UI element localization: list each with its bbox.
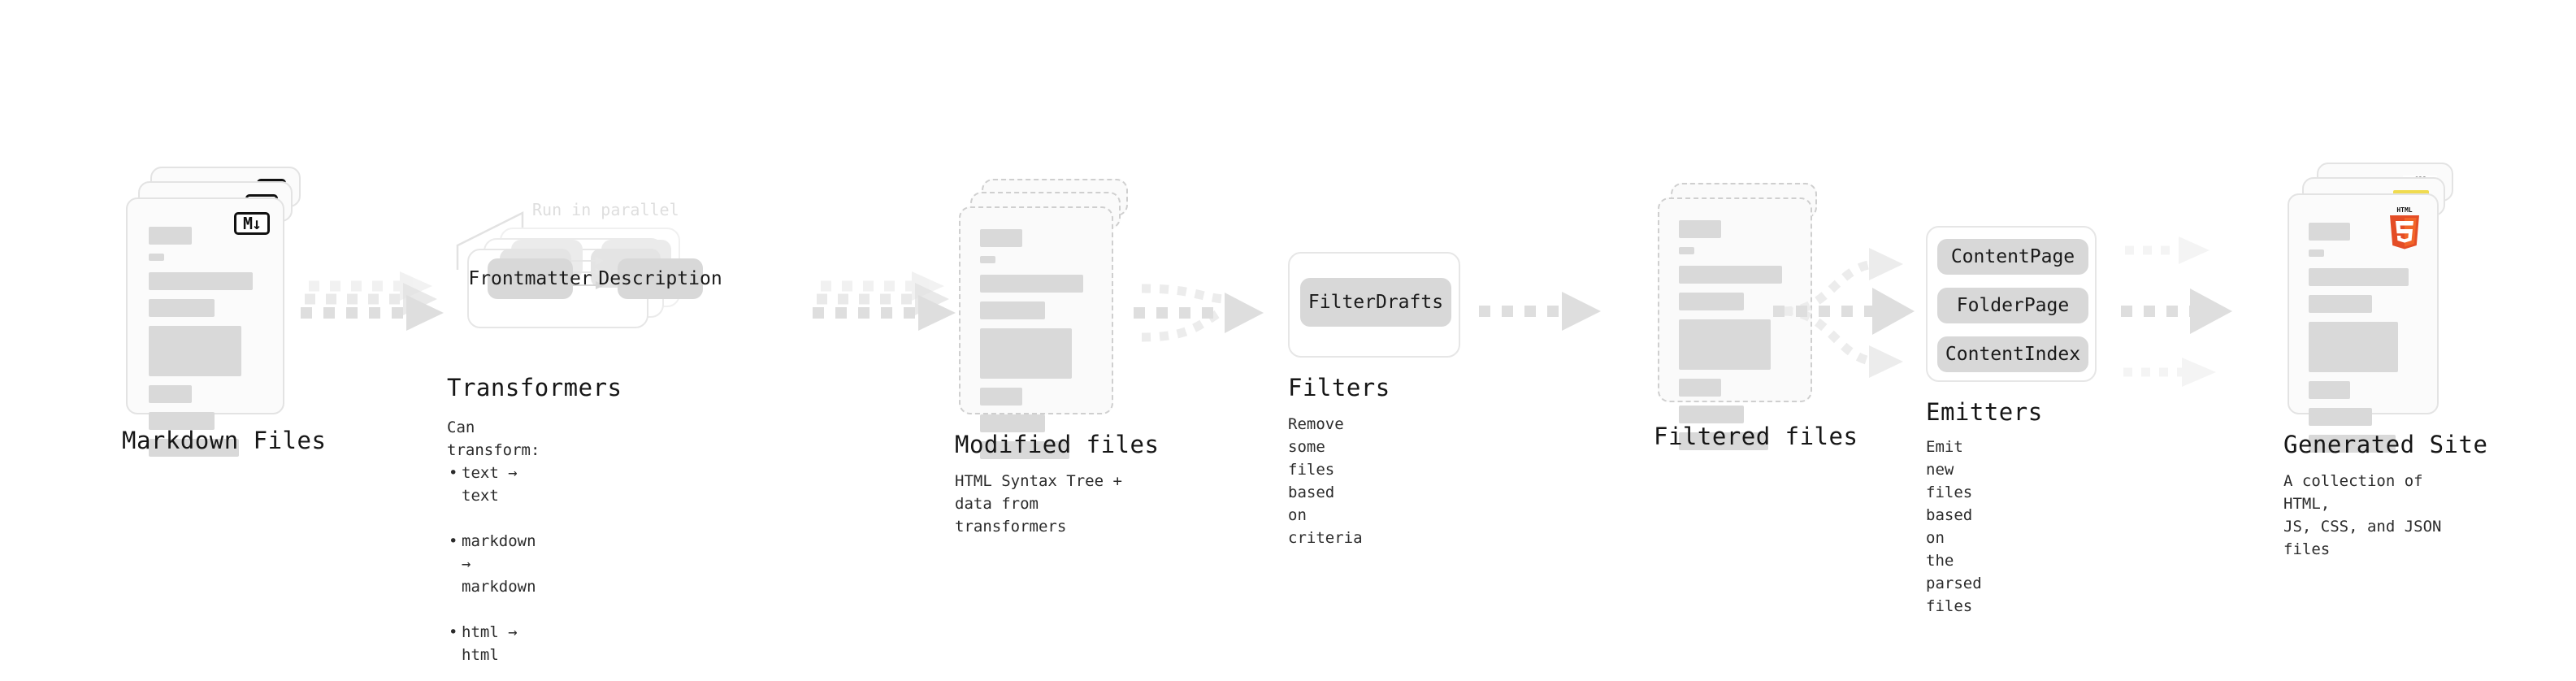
- skeleton-bar: [149, 227, 192, 245]
- list-item: markdown → markdown: [447, 530, 536, 598]
- filtered-card-body: [1659, 199, 1811, 450]
- skeleton-bar: [2309, 223, 2350, 241]
- skeleton-bar: [980, 441, 1070, 459]
- pill-label: FolderPage: [1956, 295, 2070, 316]
- skeleton-bar: [1679, 266, 1782, 284]
- run-in-parallel-label: Run in parallel: [532, 200, 679, 219]
- run-in-parallel-bracket: [456, 210, 524, 270]
- transformer-pill-frontmatter[interactable]: Frontmatter: [468, 258, 592, 299]
- emitters-group-box[interactable]: ContentPage FolderPage ContentIndex: [1926, 226, 2097, 382]
- markdown-card-body: [128, 199, 283, 457]
- skeleton-bar: [1679, 319, 1772, 370]
- filters-group-box[interactable]: FilterDrafts: [1288, 252, 1460, 358]
- markdown-card-front[interactable]: M↓: [126, 197, 284, 457]
- page-title: Transformers: [447, 374, 622, 401]
- filter-pill-filterdrafts[interactable]: FilterDrafts: [1300, 278, 1451, 327]
- page-title: Modified files: [955, 431, 1160, 458]
- markdown-icon: M↓: [234, 212, 270, 235]
- markdown-card-stack: M↓ M↓ M↓: [126, 167, 301, 457]
- skeleton-bar: [149, 272, 253, 290]
- arrow-md-to-transformers: [301, 271, 444, 331]
- generated-site-caption: A collection of HTML, JS, CSS, and JSON …: [2283, 472, 2442, 558]
- html5-icon: HTML: [2390, 206, 2419, 249]
- skeleton-bar: [1679, 379, 1722, 397]
- modified-card-front[interactable]: [959, 206, 1113, 459]
- skeleton-bar: [980, 256, 996, 263]
- skeleton-bar: [1679, 220, 1722, 238]
- skeleton-bar: [980, 414, 1046, 432]
- skeleton-bar: [149, 412, 215, 430]
- transformer-inner-arrows: [569, 257, 605, 289]
- skeleton-bar: [2309, 295, 2372, 313]
- emitter-pill-contentindex[interactable]: ContentIndex: [1937, 336, 2088, 372]
- emitter-pill-folderpage[interactable]: FolderPage: [1937, 288, 2088, 323]
- skeleton-bar: [149, 326, 241, 376]
- skeleton-bar: [980, 328, 1073, 379]
- modified-card-body: [961, 208, 1112, 459]
- filters-caption: Remove some files based on criteria: [1288, 415, 1363, 547]
- arrow-filtered-to-emitters: [1773, 248, 1915, 378]
- skeleton-bar: [980, 301, 1046, 319]
- transformer-pill-description[interactable]: Description: [598, 258, 722, 299]
- arrow-modified-to-filters: [1134, 284, 1264, 342]
- skeleton-bar: [2309, 322, 2398, 372]
- skeleton-bar: [2309, 435, 2396, 453]
- skeleton-bar: [1679, 432, 1769, 450]
- transformers-caption-head: Can transform:: [447, 419, 540, 459]
- site-card-stack: CSS HTML: [2288, 163, 2462, 453]
- stage-modified-files: Modified files HTML Syntax Tree + data f…: [955, 179, 1159, 536]
- svg-text:HTML: HTML: [2396, 206, 2412, 214]
- skeleton-bar: [2309, 408, 2372, 426]
- skeleton-bar: [980, 275, 1083, 293]
- skeleton-bar: [980, 388, 1023, 406]
- skeleton-bar: [2309, 381, 2350, 399]
- arrow-transformers-to-modified: [813, 271, 956, 331]
- modified-files-caption: HTML Syntax Tree + data from transformer…: [955, 472, 1122, 536]
- site-card-html[interactable]: HTML: [2288, 193, 2439, 453]
- skeleton-bar: [149, 254, 165, 261]
- skeleton-bar: [1679, 293, 1745, 310]
- page-title: Filtered files: [1654, 423, 1858, 450]
- skeleton-bar: [2309, 249, 2324, 257]
- skeleton-bar: [1679, 406, 1745, 423]
- page-title: Markdown Files: [122, 427, 327, 454]
- emitters-caption: Emit new files based on the parsed files: [1926, 438, 1982, 615]
- stage-filtered-files: Filtered files: [1654, 183, 1858, 450]
- page-title: Emitters: [1926, 398, 2043, 426]
- skeleton-bar: [149, 439, 240, 457]
- pill-label: Frontmatter: [468, 268, 592, 289]
- stage-generated-site: CSS HTML: [2283, 163, 2487, 558]
- emitter-pill-contentpage[interactable]: ContentPage: [1937, 239, 2088, 275]
- pill-label: FilterDrafts: [1308, 292, 1444, 313]
- page-title: Filters: [1288, 374, 1390, 401]
- page-title: Generated Site: [2283, 431, 2488, 458]
- filtered-card-stack: [1658, 183, 1832, 450]
- skeleton-bar: [1679, 247, 1695, 254]
- transformers-caption-list: text → text markdown → markdown html → h…: [447, 439, 536, 681]
- list-item: text → text: [447, 462, 536, 507]
- arrow-emitters-to-site: [2121, 236, 2232, 387]
- modified-card-stack: [959, 179, 1134, 459]
- pill-label: ContentIndex: [1945, 344, 2081, 365]
- skeleton-bar: [149, 299, 215, 317]
- site-card-body: [2289, 195, 2437, 453]
- pill-label: ContentPage: [1950, 246, 2075, 267]
- stage-markdown-files: M↓ M↓ M↓ Markdown Files: [122, 167, 326, 457]
- list-item: html → html: [447, 621, 536, 666]
- skeleton-bar: [149, 385, 192, 403]
- skeleton-bar: [2309, 268, 2409, 286]
- skeleton-bar: [980, 229, 1023, 247]
- pill-label: Description: [598, 268, 722, 289]
- arrow-filters-to-filtered: [1479, 292, 1601, 331]
- filtered-card-front[interactable]: [1658, 197, 1812, 450]
